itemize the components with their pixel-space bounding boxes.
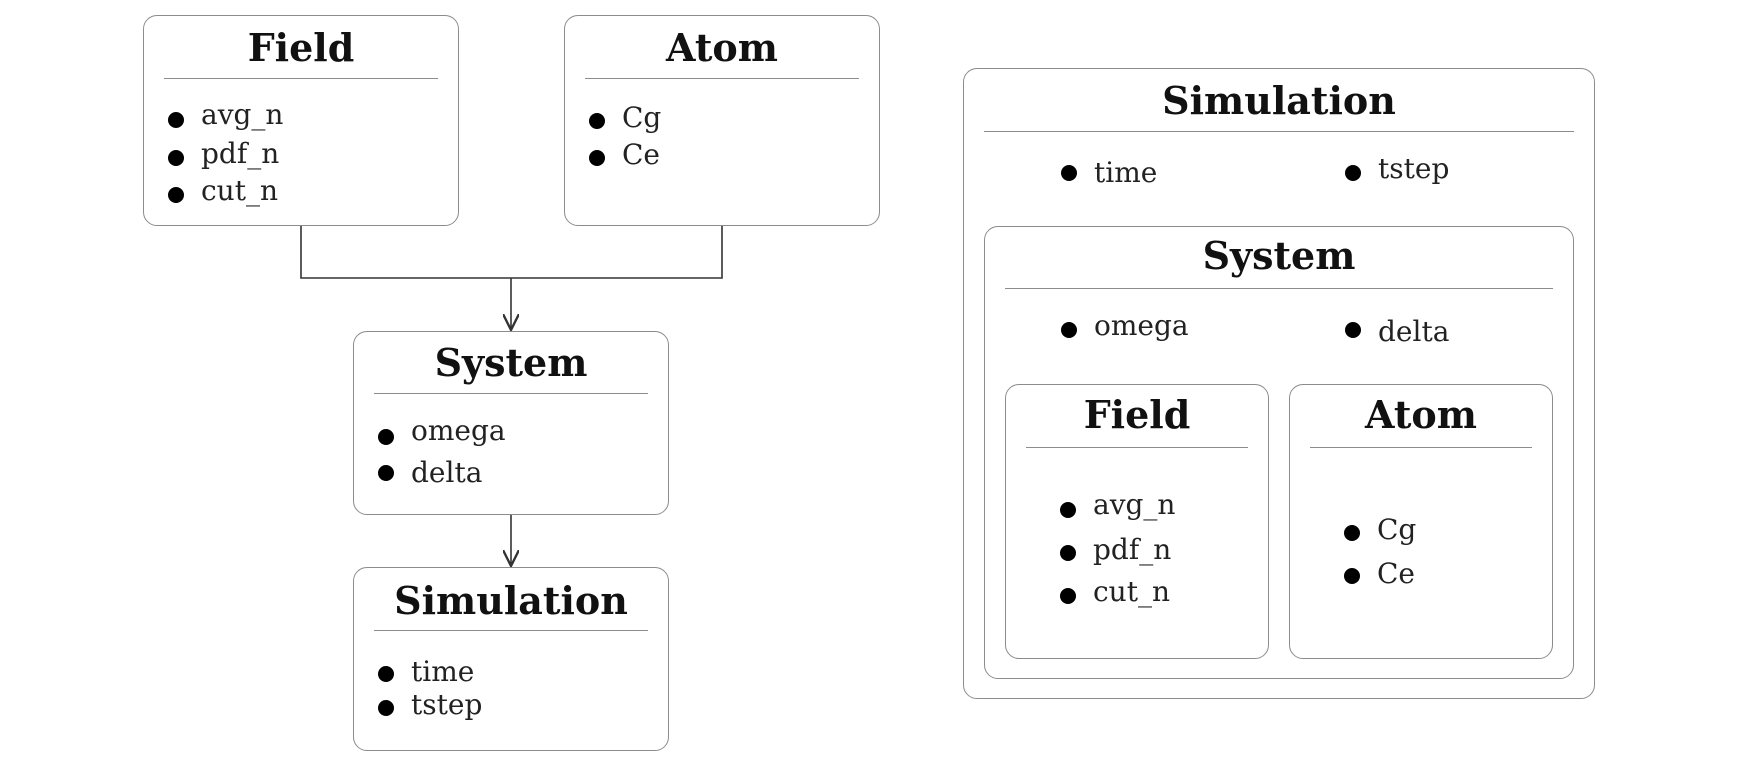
bullet-icon bbox=[378, 666, 394, 682]
right-simulation-item-time: time bbox=[1094, 156, 1158, 189]
bullet-icon bbox=[168, 150, 184, 166]
right-atom-rule bbox=[1310, 447, 1532, 448]
left-system-rule bbox=[374, 393, 648, 394]
bullet-icon bbox=[1060, 588, 1076, 604]
bullet-icon bbox=[168, 112, 184, 128]
bullet-icon bbox=[589, 150, 605, 166]
left-simulation-item-tstep: tstep bbox=[411, 688, 483, 721]
left-atom-item-cg: Cg bbox=[622, 101, 662, 134]
right-field-item-avg: avg_n bbox=[1093, 488, 1176, 521]
left-atom-box: Atom Cg Ce bbox=[564, 15, 880, 226]
bullet-icon bbox=[378, 700, 394, 716]
left-field-item-avg: avg_n bbox=[201, 98, 284, 131]
left-simulation-item-time: time bbox=[411, 655, 475, 688]
right-field-item-pdf: pdf_n bbox=[1093, 533, 1172, 566]
right-system-box: System omega delta Field avg_n pdf_n cut… bbox=[984, 226, 1574, 679]
bullet-icon bbox=[1345, 322, 1361, 338]
bullet-icon bbox=[378, 429, 394, 445]
right-system-title: System bbox=[1202, 233, 1356, 278]
left-atom-item-ce: Ce bbox=[622, 138, 660, 171]
left-system-title: System bbox=[434, 340, 588, 385]
right-field-item-cut: cut_n bbox=[1093, 575, 1170, 608]
right-system-item-omega: omega bbox=[1094, 309, 1189, 342]
right-system-rule bbox=[1005, 288, 1553, 289]
right-system-item-delta: delta bbox=[1378, 315, 1450, 348]
atom-to-system-connector bbox=[511, 226, 723, 279]
right-simulation-title: Simulation bbox=[1162, 78, 1396, 123]
bullet-icon bbox=[1345, 165, 1361, 181]
right-field-rule bbox=[1026, 447, 1248, 448]
right-atom-box: Atom Cg Ce bbox=[1289, 384, 1553, 659]
right-field-box: Field avg_n pdf_n cut_n bbox=[1005, 384, 1269, 659]
left-simulation-title: Simulation bbox=[394, 578, 628, 623]
left-atom-rule bbox=[585, 78, 859, 79]
right-simulation-box: Simulation time tstep System omega delta… bbox=[963, 68, 1595, 699]
left-simulation-rule bbox=[374, 630, 648, 631]
bullet-icon bbox=[1061, 322, 1077, 338]
right-atom-item-cg: Cg bbox=[1377, 513, 1417, 546]
left-atom-title: Atom bbox=[666, 25, 778, 70]
right-field-title: Field bbox=[1083, 392, 1191, 437]
bullet-icon bbox=[1344, 525, 1360, 541]
bullet-icon bbox=[589, 113, 605, 129]
bullet-icon bbox=[1061, 165, 1077, 181]
field-to-system-connector bbox=[300, 226, 511, 279]
bullet-icon bbox=[168, 187, 184, 203]
left-field-item-cut: cut_n bbox=[201, 174, 278, 207]
left-field-title: Field bbox=[247, 25, 355, 70]
left-system-box: System omega delta bbox=[353, 331, 669, 515]
left-simulation-box: Simulation time tstep bbox=[353, 567, 669, 751]
bullet-icon bbox=[1344, 568, 1360, 584]
right-simulation-item-tstep: tstep bbox=[1378, 152, 1450, 185]
right-simulation-rule bbox=[984, 131, 1574, 132]
right-atom-title: Atom bbox=[1365, 392, 1477, 437]
left-system-item-omega: omega bbox=[411, 414, 506, 447]
left-field-box: Field avg_n pdf_n cut_n bbox=[143, 15, 459, 226]
left-system-item-delta: delta bbox=[411, 456, 483, 489]
left-field-rule bbox=[164, 78, 438, 79]
bullet-icon bbox=[378, 465, 394, 481]
bullet-icon bbox=[1060, 502, 1076, 518]
bullet-icon bbox=[1060, 545, 1076, 561]
left-field-item-pdf: pdf_n bbox=[201, 137, 280, 170]
right-atom-item-ce: Ce bbox=[1377, 557, 1415, 590]
